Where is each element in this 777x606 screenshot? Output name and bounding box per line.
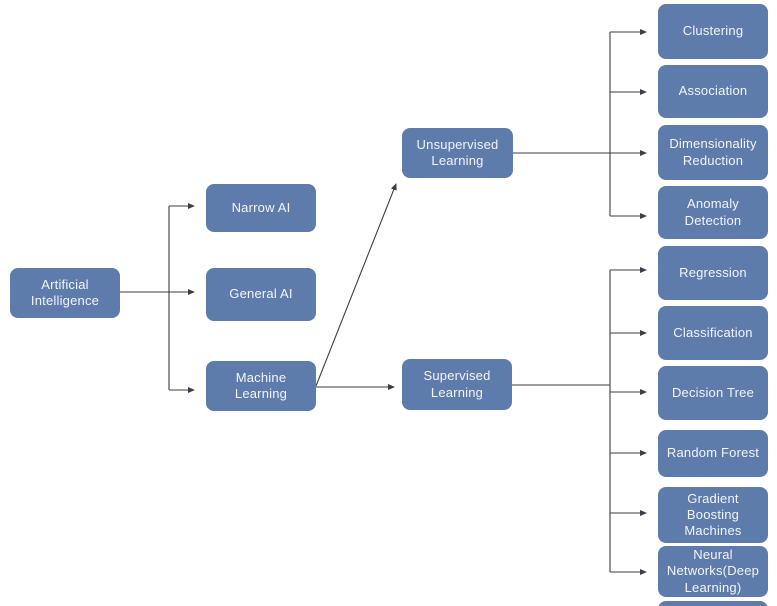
- node-partial-bottom: [658, 601, 768, 606]
- node-machine-learning: Machine Learning: [206, 361, 316, 411]
- node-unsupervised-learning: Unsupervised Learning: [402, 128, 513, 178]
- node-association: Association: [658, 65, 768, 118]
- node-supervised-learning: Supervised Learning: [402, 359, 512, 410]
- node-artificial-intelligence: Artificial Intelligence: [10, 268, 120, 318]
- node-general-ai: General AI: [206, 268, 316, 321]
- node-regression: Regression: [658, 246, 768, 300]
- node-decision-tree: Decision Tree: [658, 366, 768, 420]
- connector-ml-to-unsupervised: [315, 183, 397, 387]
- node-clustering: Clustering: [658, 4, 768, 59]
- node-anomaly-detection: Anomaly Detection: [658, 186, 768, 239]
- node-dimensionality-reduction: Dimensionality Reduction: [658, 125, 768, 180]
- node-neural-networks-deep-learning: Neural Networks(Deep Learning): [658, 546, 768, 597]
- node-gradient-boosting-machines: Gradient Boosting Machines: [658, 487, 768, 543]
- node-classification: Classification: [658, 306, 768, 360]
- node-narrow-ai: Narrow AI: [206, 184, 316, 232]
- node-random-forest: Random Forest: [658, 430, 768, 477]
